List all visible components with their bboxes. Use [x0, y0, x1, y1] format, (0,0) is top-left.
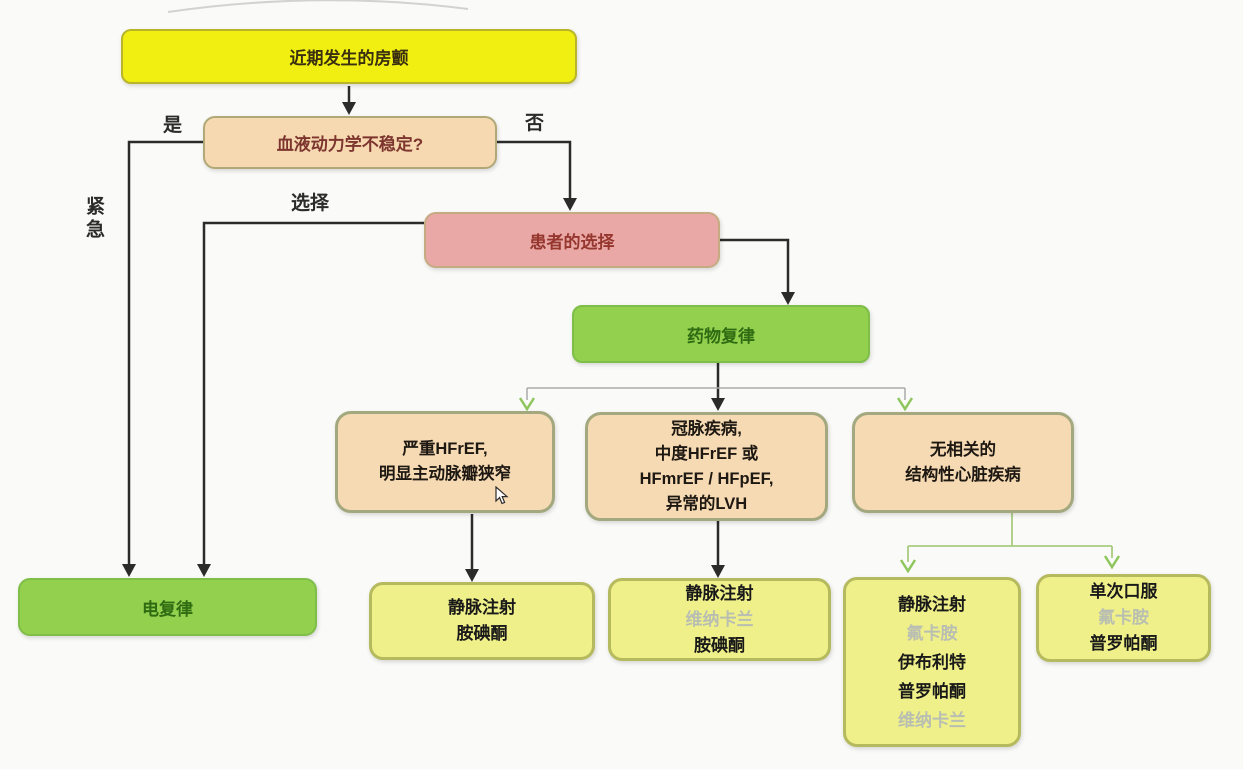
label-urgent: 紧急 — [83, 196, 104, 242]
result-line-muted: 氟卡胺 — [1098, 608, 1149, 627]
result-line: 普罗帕酮 — [1089, 634, 1158, 653]
result-iv-multi-drug: 静脉注射 氟卡胺 伊布利特 普罗帕酮 维纳卡兰 — [843, 577, 1021, 747]
condition-line: 无相关的 — [930, 440, 996, 459]
result-line-muted: 维纳卡兰 — [685, 609, 754, 629]
node-recent-af-label: 近期发生的房颤 — [289, 49, 409, 68]
condition-line: 冠脉疾病, — [671, 419, 742, 438]
result-iv-amiodarone: 静脉注射 胺碘酮 — [369, 582, 595, 660]
condition-line: 中度HFrEF 或 — [654, 444, 759, 463]
condition-severe-hfref-aortic-stenosis: 严重HFrEF, 明显主动脉瓣狭窄 — [335, 411, 555, 513]
node-electrical-cardioversion: 电复律 — [18, 578, 317, 636]
condition-line: HFmrEF / HFpEF, — [639, 469, 774, 488]
result-line: 伊布利特 — [898, 652, 966, 672]
node-patient-choice-label: 患者的选择 — [529, 232, 615, 252]
condition-line: 结构性心脏疾病 — [905, 465, 1021, 484]
result-line: 胺碘酮 — [694, 635, 745, 655]
node-patient-choice: 患者的选择 — [424, 212, 720, 268]
mouse-cursor-icon — [494, 485, 509, 511]
label-no: 否 — [525, 113, 545, 134]
result-line: 单次口服 — [1089, 582, 1158, 601]
result-iv-vernakalant-amiodarone: 静脉注射 维纳卡兰 胺碘酮 — [608, 578, 831, 661]
condition-line: 严重HFrEF, — [402, 440, 488, 458]
condition-no-structural-heart-disease: 无相关的 结构性心脏疾病 — [852, 412, 1074, 513]
result-line: 静脉注射 — [448, 598, 516, 617]
node-pharmacological-cardioversion-label: 药物复律 — [687, 326, 755, 346]
node-hemodynamic-unstable-label: 血液动力学不稳定? — [276, 135, 424, 154]
node-pharmacological-cardioversion: 药物复律 — [572, 305, 870, 363]
result-line: 胺碘酮 — [456, 624, 508, 643]
node-recent-af: 近期发生的房颤 — [121, 29, 577, 84]
condition-line: 异常的LVH — [665, 494, 748, 513]
node-hemodynamic-unstable: 血液动力学不稳定? — [203, 116, 497, 169]
result-line: 普罗帕酮 — [898, 681, 966, 701]
condition-line: 明显主动脉瓣狭窄 — [379, 465, 511, 483]
top-crop-artifact — [167, 0, 469, 13]
result-line: 静脉注射 — [685, 583, 754, 603]
result-single-oral-dose: 单次口服 氟卡胺 普罗帕酮 — [1036, 574, 1211, 662]
result-line-muted: 维纳卡兰 — [898, 710, 966, 730]
result-line-muted: 氟卡胺 — [906, 623, 958, 643]
result-line: 静脉注射 — [898, 594, 966, 614]
node-electrical-cardioversion-label: 电复律 — [142, 599, 193, 619]
label-select: 选择 — [291, 193, 330, 214]
condition-cad-moderate-hfref: 冠脉疾病, 中度HFrEF 或 HFmrEF / HFpEF, 异常的LVH — [585, 412, 828, 521]
label-yes: 是 — [163, 115, 183, 136]
